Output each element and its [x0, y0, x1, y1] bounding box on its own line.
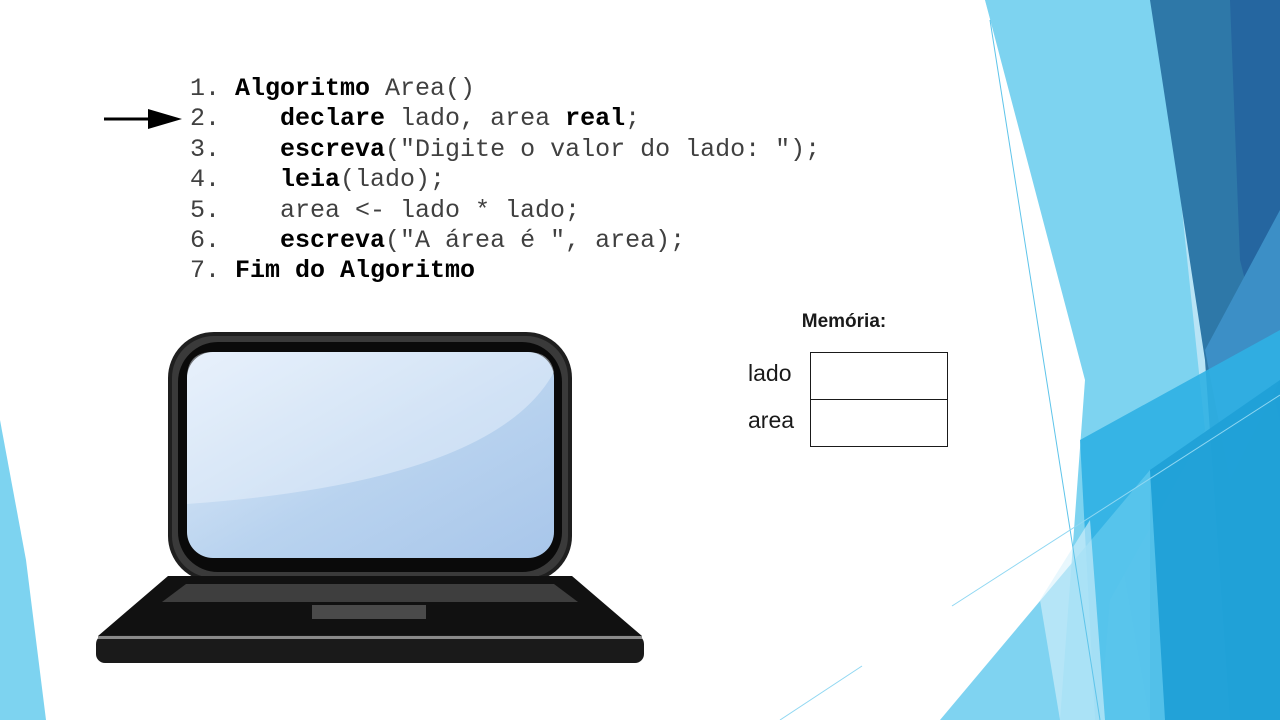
code-line: 5. area <- lado * lado; [190, 196, 820, 226]
code-text: 4. [190, 165, 281, 195]
code-text: 3. [190, 134, 281, 164]
memory-cell [810, 352, 948, 400]
code-line: 3. escreva("Digite o valor do lado: "); [190, 135, 820, 165]
code-text: ; [625, 104, 641, 134]
code-line: 7. Fim do Algoritmo [190, 256, 820, 286]
code-keyword: escreva [280, 134, 386, 164]
code-keyword: real [565, 104, 626, 134]
code-text: ("A área é ", area); [385, 225, 686, 255]
code-text: 2. [190, 104, 281, 134]
memory-title: Memória: [801, 311, 887, 332]
code-text: (lado); [340, 165, 446, 195]
code-text: lado, area [385, 104, 566, 134]
laptop-icon [96, 332, 644, 663]
code-line: 1. Algoritmo Area() [190, 74, 820, 104]
code-text: Area() [370, 74, 476, 103]
code-keyword: declare [280, 104, 386, 134]
code-keyword: Algoritmo [235, 74, 371, 103]
memory-variable-label: area [748, 407, 795, 433]
algorithm-code-block: 1. Algoritmo Area()2. declare lado, area… [190, 74, 820, 287]
code-text: 5. area <- lado * lado; [190, 195, 581, 225]
code-keyword: leia [280, 165, 341, 195]
code-keyword: Fim do Algoritmo [235, 256, 476, 286]
code-text: 7. [190, 256, 236, 286]
code-line: 2. declare lado, area real; [190, 104, 820, 134]
code-line: 6. escreva("A área é ", area); [190, 226, 820, 256]
code-text: 6. [190, 225, 281, 255]
code-line: 4. leia(lado); [190, 165, 820, 195]
code-keyword: escreva [280, 225, 386, 255]
code-text: 1. [190, 74, 236, 103]
memory-variable-label: lado [748, 360, 792, 386]
arrow-right-icon [104, 109, 182, 130]
code-text: ("Digite o valor do lado: "); [385, 134, 821, 164]
memory-cell [810, 399, 948, 447]
